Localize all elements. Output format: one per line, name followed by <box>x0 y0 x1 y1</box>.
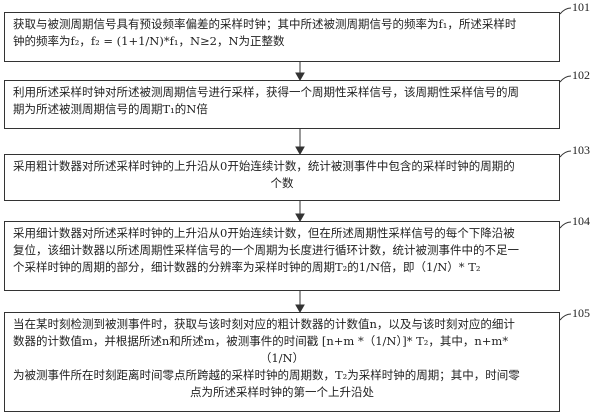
step-105-line-5: 点为所述采样时钟的第一个上升沿处 <box>190 385 374 399</box>
arrowhead-102-103 <box>295 146 305 156</box>
step-101-line-1: 获取与被测周期信号具有预设频率偏差的采样时钟；其中所述被测周期信号的频率为f₁，… <box>13 17 517 31</box>
leader-103 <box>559 150 572 158</box>
step-105-line-3: （1/N） <box>259 351 305 365</box>
step-box-102: 利用所述采样时钟对所述被测周期信号进行采样，获得一个周期性采样信号，该周期性采样… <box>4 80 560 129</box>
step-103-line-1: 采用粗计数器对所述采样时钟的上升沿从0开始连续计数，统计被测事件中包含的采样时钟… <box>13 159 515 173</box>
step-number-105: 105 <box>572 306 590 320</box>
step-box-104: 采用细计数器对所述采样时钟的上升沿从0开始连续计数，但在所述周期性采样信号的每个… <box>4 221 560 291</box>
leader-104 <box>559 221 572 229</box>
step-104-line-2: 复位，该细计数器以所述周期性采样信号的一个周期为长度进行循环计数，统计被测事件中… <box>13 243 519 257</box>
leader-105 <box>559 313 572 321</box>
step-105-line-4: 为被测事件所在时刻距离时间零点所跨越的采样时钟的周期数，T₂为采样时钟的周期；其… <box>13 368 520 382</box>
step-number-103: 103 <box>572 143 590 157</box>
arrowhead-103-104 <box>295 213 305 223</box>
step-box-103: 采用粗计数器对所述采样时钟的上升沿从0开始连续计数，统计被测事件中包含的采样时钟… <box>4 154 560 201</box>
step-104-line-3: 个采样时钟的周期的部分，细计数器的分辨率为采样时钟的周期T₂的1/N倍，即（1/… <box>13 260 481 274</box>
step-105-line-1: 当在某时刻检测到被测事件时，获取与该时刻对应的粗计数器的计数值n，以及与该时刻对… <box>13 317 515 331</box>
leader-102 <box>559 75 572 83</box>
step-102-line-1: 利用所述采样时钟对所述被测周期信号进行采样，获得一个周期性采样信号，该周期性采样… <box>13 85 519 99</box>
step-102-line-2: 期为所述被测周期信号的周期T₁的N倍 <box>13 102 208 116</box>
step-number-104: 104 <box>572 214 590 228</box>
arrowhead-101-102 <box>295 72 305 82</box>
step-104-line-1: 采用细计数器对所述采样时钟的上升沿从0开始连续计数，但在所述周期性采样信号的每个… <box>13 226 515 240</box>
arrowhead-104-105 <box>295 304 305 314</box>
step-box-105: 当在某时刻检测到被测事件时，获取与该时刻对应的粗计数器的计数值n，以及与该时刻对… <box>4 312 560 412</box>
step-box-101: 获取与被测周期信号具有预设频率偏差的采样时钟；其中所述被测周期信号的频率为f₁，… <box>4 12 560 62</box>
leader-101 <box>559 7 572 15</box>
step-105-line-2: 数器的计数值m，并根据所述n和所述m，被测事件的时间戳 [n+m *（1/N）]… <box>13 334 509 348</box>
step-number-101: 101 <box>572 0 590 14</box>
step-103-line-2: 个数 <box>270 176 294 190</box>
step-number-102: 102 <box>572 68 590 82</box>
step-101-line-2: 钟的频率为f₂，f₂ = (1+1/N)*f₁，N≥2，N为正整数 <box>13 34 285 48</box>
